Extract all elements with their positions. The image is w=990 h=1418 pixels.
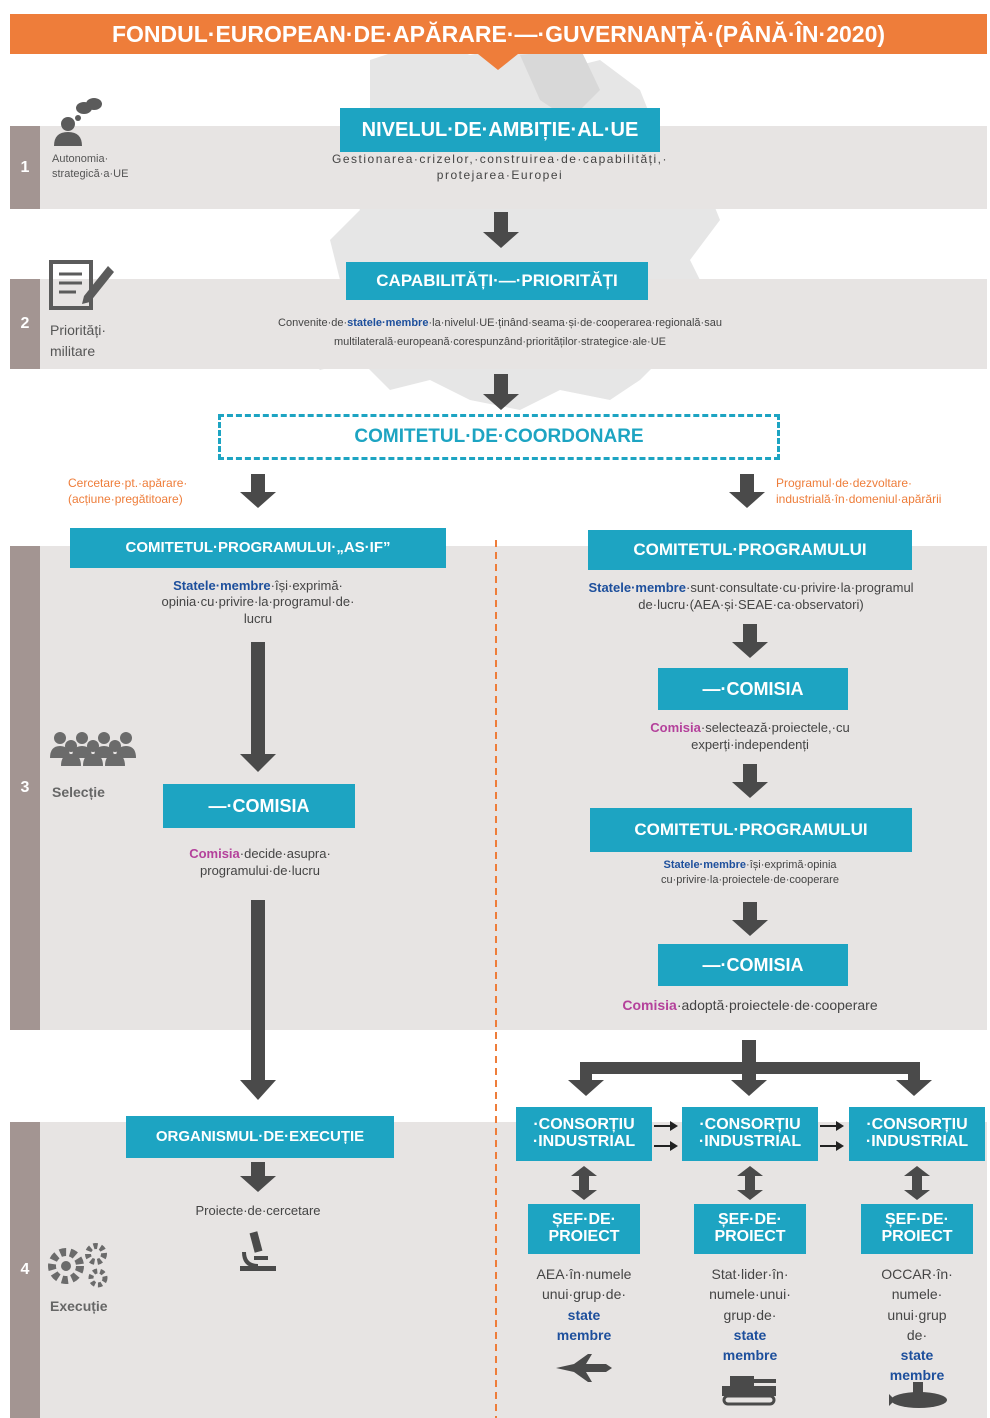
eu-ambition-box: NIVELUL·DE·AMBIȚIE·AL·UE: [340, 108, 660, 152]
industrial-programme-note: Programul·de·dezvoltare· industrială·în·…: [776, 476, 942, 506]
commission-left-box: —·COMISIA: [163, 784, 355, 828]
commission-select-box: —·COMISIA: [658, 668, 848, 710]
programme-divider: [495, 540, 497, 1418]
row4-band: [10, 1122, 987, 1418]
bidirectional-arrow-icon: [571, 1166, 597, 1200]
industrial-consortium-box: ·CONSORȚIU·INDUSTRIAL: [849, 1107, 985, 1161]
arrow-down-right-2: [732, 764, 768, 798]
arrow-down-1: [483, 212, 519, 248]
row1-number: 1: [10, 126, 40, 209]
row2-side-label: Priorități· militare: [50, 322, 107, 359]
coordination-committee-label: COMITETUL·DE·COORDONARE: [354, 426, 644, 447]
research-projects-text: Proiecte·de·cercetare: [195, 1203, 321, 1218]
programme-committee-2-text: Statele·membre·își·exprimă·opinia cu·pri…: [661, 859, 839, 887]
people-thought-bubble-icon: [54, 98, 102, 146]
gears-icon: [48, 1243, 108, 1288]
row2-description: Convenite·de·statele·membre·la·nivelul·U…: [278, 317, 722, 348]
arrow-down-left-2: [240, 900, 276, 1100]
coordination-committee-box: [218, 414, 780, 460]
project-manager-box: ȘEF·DE·PROIECT: [694, 1204, 806, 1254]
title-pointer: [478, 54, 518, 70]
commission-adopt-text: Comisia·adoptă·proiectele·de·cooperare: [622, 997, 878, 1013]
row1-side-label: Autonomia· strategică·a·UE: [52, 153, 129, 181]
as-if-committee-text: Statele·membre·își·exprimă· opinia·cu·pr…: [161, 578, 355, 626]
row1-description: Gestionarea·crizelor,·construirea·de·cap…: [332, 152, 668, 182]
row3-side-label: Selecție: [52, 784, 105, 800]
document-pen-icon: [49, 260, 114, 310]
industrial-consortium-box: ·CONSORȚIU·INDUSTRIAL: [516, 1107, 652, 1161]
submarine-icon: [889, 1382, 947, 1408]
fighter-jet-icon: [556, 1354, 612, 1382]
execution-body-box: ORGANISMUL·DE·EXECUȚIE: [126, 1116, 394, 1158]
row4-number: 4: [10, 1122, 40, 1418]
row3-number: 3: [10, 546, 40, 1030]
defence-research-note: Cercetare·pt.·apărare· (acțiune·pregătit…: [68, 476, 188, 506]
bidirectional-arrow-icon: [904, 1166, 930, 1200]
capabilities-priorities-box: CAPABILITĂȚI·—·PRIORITĂȚI: [346, 262, 648, 300]
industrial-consortium-box: ·CONSORȚIU·INDUSTRIAL: [682, 1107, 818, 1161]
arrow-down-right-1: [732, 624, 768, 658]
programme-committee-text: Statele·membre·sunt·consultate·cu·privir…: [588, 580, 914, 612]
commission-left-text: Comisia·decide·asupra· programului·de·lu…: [189, 846, 331, 878]
tank-icon: [722, 1376, 776, 1406]
row4-side-label: Execuție: [50, 1298, 108, 1314]
arrow-down-2: [483, 374, 519, 410]
programme-committee-2-box: COMITETUL·PROGRAMULUI: [590, 808, 912, 852]
arrow-down-left-1: [240, 642, 276, 772]
arrow-down-right-3: [732, 902, 768, 936]
arrow-down-right-branch: [729, 474, 765, 508]
microscope-icon: [240, 1231, 276, 1271]
as-if-committee-box: COMITETUL·PROGRAMULUI·„AS·IF”: [70, 528, 446, 568]
split-arrow-consortia: [568, 1040, 932, 1096]
bidirectional-arrow-icon: [737, 1166, 763, 1200]
programme-committee-box: COMITETUL·PROGRAMULUI: [588, 530, 912, 570]
arrow-down-exec: [240, 1162, 276, 1192]
commission-select-text: Comisia·selectează·proiectele,·cu experț…: [650, 720, 850, 752]
arrow-down-left-branch: [240, 474, 276, 508]
page-title: FONDUL·EUROPEAN·DE·APĂRARE·—·GUVERNANȚĂ·…: [111, 20, 886, 47]
project-manager-box: ȘEF·DE·PROIECT: [861, 1204, 973, 1254]
title-banner: [10, 14, 987, 54]
project-manager-box: ȘEF·DE·PROIECT: [528, 1204, 640, 1254]
commission-adopt-box: —·COMISIA: [658, 944, 848, 986]
arrow-right-icon: [820, 1121, 844, 1151]
arrow-right-icon: [654, 1121, 678, 1151]
row2-number: 2: [10, 279, 40, 369]
group-people-icon: [50, 732, 136, 766]
